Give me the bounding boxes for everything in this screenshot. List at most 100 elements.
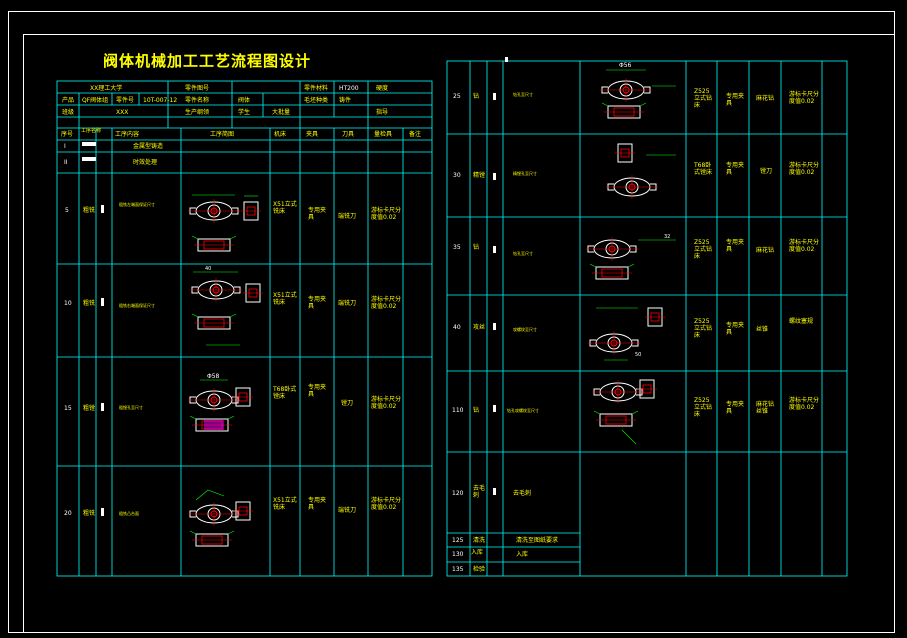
sketch-r110-side	[593, 410, 639, 427]
sketch-r110-block	[636, 379, 658, 399]
sketch-row15-block	[232, 387, 254, 407]
header-card-label: 零件图号	[185, 85, 210, 92]
r-row-110-op: 钻	[473, 407, 480, 414]
header-student-label: 学生	[238, 109, 251, 116]
r-row-35-fixture: 专用夹具	[726, 239, 745, 253]
r-row-30-fixture: 专用夹具	[726, 162, 745, 176]
r-row-25-tool: 麻花钻	[756, 95, 775, 102]
r-row-110-gauge: 游标卡尺分度值0.02	[789, 397, 820, 411]
r-row-40-op: 攻丝	[473, 324, 486, 331]
r-row-25-gauge: 游标卡尺分度值0.02	[789, 91, 820, 105]
row-5-tool: 端铣刀	[338, 213, 357, 220]
sketch-r30-block	[614, 143, 636, 163]
header-part-name-value: 阀体	[238, 97, 251, 104]
header-part-no-value: 10T-007-12	[143, 97, 178, 104]
col-header-fixture: 夹具	[306, 131, 319, 138]
row-10-tool: 端铣刀	[338, 300, 357, 307]
row-II-no: II	[64, 159, 68, 166]
r-row-135-no: 135	[452, 566, 464, 573]
col-header-gauge: 量检具	[374, 131, 393, 138]
dim-label-2: Φ56	[619, 62, 632, 69]
r-row-30-gauge: 游标卡尺分度值0.02	[789, 162, 820, 176]
row-15-machine: T68卧式镗床	[273, 386, 297, 400]
sketch-row10-block	[242, 283, 264, 303]
r-row-135-op: 检验	[473, 566, 486, 573]
row-20-tool: 端铣刀	[338, 507, 357, 514]
header-part-name-label: 零件名称	[185, 97, 210, 104]
row-20-no: 20	[64, 510, 72, 517]
sketch-row15-top	[187, 387, 241, 413]
row-20-op: 粗铣	[83, 510, 96, 517]
row-I-content: 金属型铸造	[133, 143, 164, 150]
col-header-remark: 备注	[409, 131, 422, 138]
sketch-r30-top	[605, 174, 659, 200]
r-row-40-fixture: 专用夹具	[726, 322, 745, 336]
r-row-30-machine: T68卧式镗床	[694, 162, 713, 176]
r-row-40-no: 40	[453, 324, 461, 331]
r-row-120-no: 120	[452, 490, 464, 497]
r-row-25-no: 25	[453, 93, 461, 100]
row-20-gauge: 游标卡尺分度值0.02	[371, 497, 402, 511]
dim-label-5: 32	[664, 234, 671, 240]
row-10-machine: X51立式铣床	[273, 292, 297, 306]
row-15-content: 粗镗孔至尺寸	[119, 405, 143, 410]
r-row-25-machine: Z525立式钻床	[694, 88, 713, 109]
r-row-35-gauge: 游标卡尺分度值0.02	[789, 239, 820, 253]
r-row-35-machine: Z525立式钻床	[694, 239, 713, 260]
sketch-r110-top	[591, 379, 645, 405]
r-row-40-tool: 丝锥	[756, 326, 769, 333]
sketch-row20-block	[232, 501, 254, 521]
dim-label-4: 50	[635, 352, 642, 358]
col-header-op: 工序名称	[81, 128, 102, 134]
row-10-content: 粗铣右端面保证尺寸	[119, 303, 155, 308]
sketch-row20-side	[189, 530, 235, 547]
r-row-130-content: 入库	[516, 551, 529, 558]
row-5-machine: X51立式铣床	[273, 201, 297, 215]
r-row-120-content: 去毛刺	[513, 490, 532, 497]
sketch-r40-block	[644, 307, 666, 327]
row-20-fixture: 专用夹具	[308, 497, 327, 511]
r-row-110-machine: Z525立式钻床	[694, 397, 713, 418]
row-10-fixture: 专用夹具	[308, 296, 327, 310]
r-row-35-content: 钻孔至尺寸	[513, 251, 533, 256]
row-10-op: 粗铣	[83, 300, 96, 307]
sketch-r35-top	[585, 236, 639, 262]
row-5-no: 5	[65, 207, 69, 214]
row-5-fixture: 专用夹具	[308, 207, 327, 221]
sketch-r35-side	[589, 263, 635, 280]
r-row-30-no: 30	[453, 172, 461, 179]
r-row-110-no: 110	[452, 407, 464, 414]
r-row-125-content: 清洗至图纸要求	[516, 537, 559, 544]
header-hardness-label: 硬度	[376, 85, 389, 92]
r-row-40-machine: Z525立式钻床	[694, 318, 713, 339]
row-10-no: 10	[64, 300, 72, 307]
r-row-130-op: 入库	[471, 549, 484, 556]
r-row-25-fixture: 专用夹具	[726, 93, 745, 107]
header-batch-value: 大批量	[272, 109, 291, 116]
r-row-110-content: 钻孔攻螺纹至尺寸	[507, 408, 539, 413]
col-header-content: 工序内容	[115, 131, 140, 138]
row-15-tool: 镗刀	[341, 400, 354, 407]
row-5-op: 粗铣	[83, 207, 96, 214]
r-row-110-fixture: 专用夹具	[726, 401, 745, 415]
sketch-row20-top	[187, 501, 241, 527]
r-row-35-op: 钻	[473, 244, 480, 251]
header-part-no-label: 零件号	[116, 97, 135, 104]
row-15-no: 15	[64, 405, 72, 412]
sketch-r25-top	[599, 77, 653, 103]
row-20-content: 粗铣凸台面	[119, 511, 139, 516]
r-row-25-content: 钻孔至尺寸	[513, 92, 533, 97]
r-row-125-no: 125	[452, 537, 464, 544]
header-org: XX理工大学	[90, 85, 123, 92]
sketch-r25-side	[601, 102, 647, 119]
header-class-value: XXX	[116, 109, 129, 116]
col-header-no: 序号	[61, 131, 74, 138]
row-15-op: 粗镗	[83, 405, 96, 412]
header-material-label: 零件材料	[304, 85, 329, 92]
r-row-35-no: 35	[453, 244, 461, 251]
sketch-row5-top	[187, 198, 241, 224]
col-header-tool: 刀具	[342, 131, 355, 138]
